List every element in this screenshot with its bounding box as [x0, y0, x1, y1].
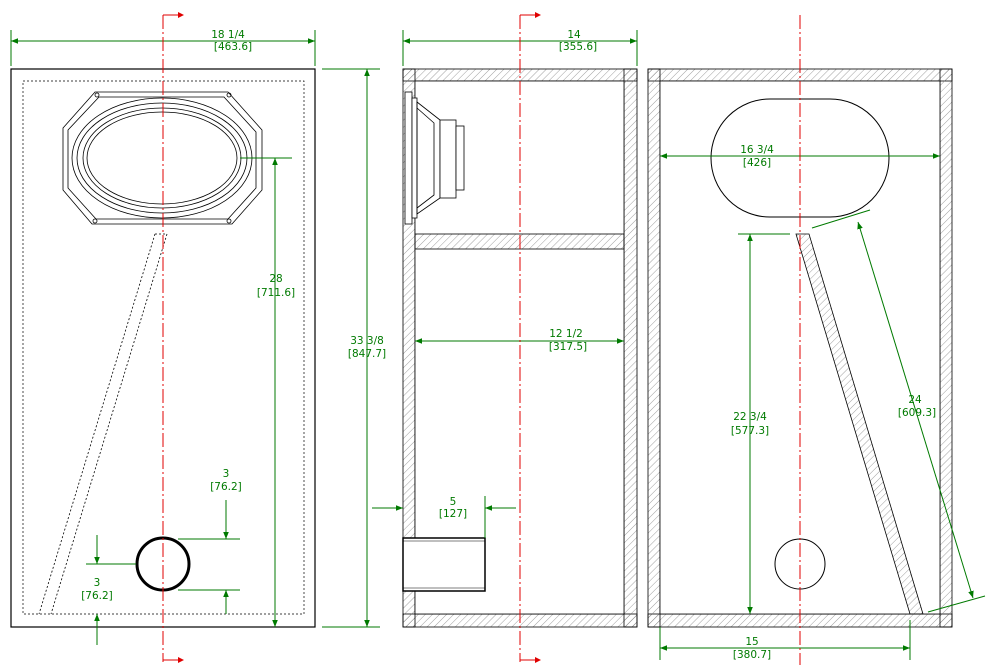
rear-left-wall: [647, 68, 661, 628]
port-length-label-mm: [127]: [439, 508, 467, 520]
side-back-wall: [623, 68, 638, 628]
slant-height-label-mm: [577.3]: [731, 425, 769, 437]
port-tube-side: [402, 537, 486, 592]
port-offset-label: 3: [223, 468, 230, 480]
front-width-label: 18 1/4: [211, 29, 245, 41]
port-offset-label-mm: [76.2]: [210, 481, 242, 493]
opening-width-label-mm: [426]: [743, 157, 771, 169]
front-width-label-mm: [463.6]: [214, 41, 252, 53]
side-depth-label: 14: [567, 29, 581, 41]
opening-width-label: 16 3/4: [740, 144, 774, 156]
port-length-label: 5: [450, 496, 457, 508]
slant-length-label: 24: [908, 394, 922, 406]
driver-height-label-mm: [711.6]: [257, 287, 295, 299]
rear-right-wall: [939, 68, 953, 628]
inner-depth-label: 12 1/2: [549, 328, 583, 340]
rear-view: 16 3/4 [426] 22 3/4 [577.3] 24 [609.3] 1…: [647, 15, 986, 665]
bottom-width-label-mm: [380.7]: [733, 649, 771, 661]
slant-height-label: 22 3/4: [733, 411, 767, 423]
slant-length-label-mm: [609.3]: [898, 407, 936, 419]
side-view: 14 [355.6] 12 1/2 [317.5] 5 [127]: [372, 12, 638, 663]
total-height-label: 33 3/8: [350, 335, 384, 347]
port-bottom-label: 3: [94, 577, 101, 589]
driver-side: [404, 91, 465, 225]
side-depth-label-mm: [355.6]: [559, 41, 597, 53]
slanted-baffle-hidden: [38, 233, 168, 615]
inner-depth-label-mm: [317.5]: [549, 341, 587, 353]
total-height-label-mm: [847.7]: [348, 348, 386, 360]
front-view: 18 1/4 [463.6] 33 3/8 [847.7] 28 [711.6]…: [10, 12, 386, 663]
bottom-width-label: 15: [745, 636, 758, 648]
port-bottom-label-mm: [76.2]: [81, 590, 113, 602]
driver-height-label: 28: [269, 273, 282, 285]
